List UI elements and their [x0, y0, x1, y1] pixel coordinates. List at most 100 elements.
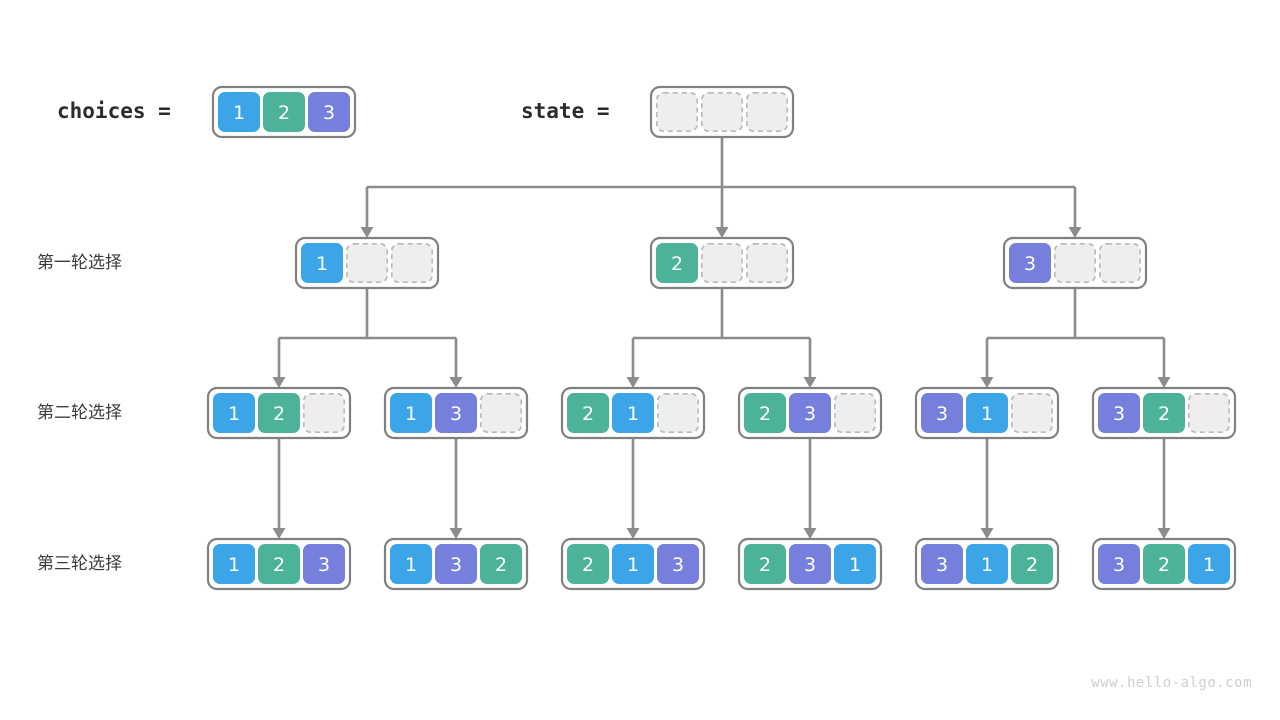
arrow-head — [1068, 227, 1082, 238]
array-cell-empty — [1010, 392, 1053, 433]
array-cell-filled — [303, 544, 345, 584]
array-cell-empty — [700, 92, 743, 133]
array-cell-filled — [612, 393, 654, 433]
array-cell-filled — [258, 393, 300, 433]
array-cell-filled — [834, 544, 876, 584]
array-cell-empty — [745, 92, 788, 133]
array-cell-filled — [213, 393, 255, 433]
array-cell-filled — [1011, 544, 1053, 584]
arrow-head — [1157, 377, 1171, 388]
array-cell-value: 2 — [495, 554, 507, 576]
array-cell-value: 2 — [582, 403, 594, 425]
array-cell-filled — [258, 544, 300, 584]
array-cell-filled — [921, 393, 963, 433]
arrow-head — [626, 377, 640, 388]
arrow-head — [272, 528, 286, 539]
arrow-head — [803, 528, 817, 539]
connector-layer — [272, 137, 1171, 539]
array-cell-empty — [345, 243, 388, 284]
array-cell-value: 1 — [981, 403, 993, 425]
array-cell-value: 3 — [672, 554, 684, 576]
array-cell-empty — [655, 92, 698, 133]
array-cell-empty — [1188, 392, 1231, 433]
array-cell-value: 3 — [936, 554, 948, 576]
array-cell-empty — [390, 243, 433, 284]
arrow-head — [715, 227, 729, 238]
array-cell-value: 1 — [316, 253, 328, 275]
array-cell-filled — [567, 544, 609, 584]
array-cell-filled — [744, 544, 786, 584]
array-cell-filled — [1188, 544, 1230, 584]
array-node-n-3: 3 — [1002, 236, 1148, 290]
array-cell-filled — [213, 544, 255, 584]
array-cell-value: 2 — [273, 554, 285, 576]
array-node-n-1: 1 — [294, 236, 440, 290]
array-cell-value: 3 — [804, 403, 816, 425]
array-cell-filled — [1143, 393, 1185, 433]
array-cell-empty — [1054, 243, 1097, 284]
array-cell-filled — [656, 243, 698, 283]
array-cell-value: 1 — [405, 403, 417, 425]
array-cell-filled — [435, 544, 477, 584]
arrow-head — [360, 227, 374, 238]
array-cell-filled — [390, 544, 432, 584]
array-cell-filled — [263, 92, 305, 132]
array-cell-value: 1 — [405, 554, 417, 576]
array-cell-value: 1 — [233, 102, 245, 124]
array-cell-filled — [567, 393, 609, 433]
arrow-head — [980, 528, 994, 539]
array-cell-value: 2 — [1158, 554, 1170, 576]
array-cell-value: 2 — [671, 253, 683, 275]
row-label-round-2: 第二轮选择 — [37, 403, 122, 423]
arrow-head — [449, 528, 463, 539]
array-cell-filled — [480, 544, 522, 584]
array-cell-value: 1 — [627, 554, 639, 576]
array-cell-value: 3 — [450, 554, 462, 576]
array-cell-value: 3 — [1113, 554, 1125, 576]
array-cell-filled — [1098, 393, 1140, 433]
arrow-head — [803, 377, 817, 388]
array-cell-value: 3 — [450, 403, 462, 425]
array-cell-filled — [657, 544, 699, 584]
array-cell-filled — [1098, 544, 1140, 584]
array-cell-empty — [656, 392, 699, 433]
state-array — [649, 85, 795, 139]
arrow-head — [272, 377, 286, 388]
array-cell-value: 3 — [318, 554, 330, 576]
arrow-head — [626, 528, 640, 539]
array-node-n-2: 2 — [649, 236, 795, 290]
array-cell-value: 2 — [759, 554, 771, 576]
array-cell-filled — [789, 393, 831, 433]
arrow-head — [1157, 528, 1171, 539]
arrow-head — [449, 377, 463, 388]
array-cell-filled — [921, 544, 963, 584]
array-node-n-231: 2 3 1 — [737, 537, 883, 591]
choices-label: choices = — [57, 99, 171, 123]
array-cell-value: 2 — [1158, 403, 1170, 425]
array-cell-filled — [301, 243, 343, 283]
array-cell-empty — [302, 392, 345, 433]
array-cell-empty — [479, 392, 522, 433]
array-cell-value: 3 — [804, 554, 816, 576]
array-cell-filled — [966, 393, 1008, 433]
row-label-round-3: 第三轮选择 — [37, 554, 122, 574]
array-cell-value: 1 — [849, 554, 861, 576]
array-cell-value: 1 — [627, 403, 639, 425]
array-cell-value: 1 — [981, 554, 993, 576]
array-cell-value: 1 — [228, 403, 240, 425]
array-cell-filled — [435, 393, 477, 433]
array-cell-filled — [789, 544, 831, 584]
array-cell-value: 2 — [1026, 554, 1038, 576]
state-label: state = — [521, 99, 610, 123]
